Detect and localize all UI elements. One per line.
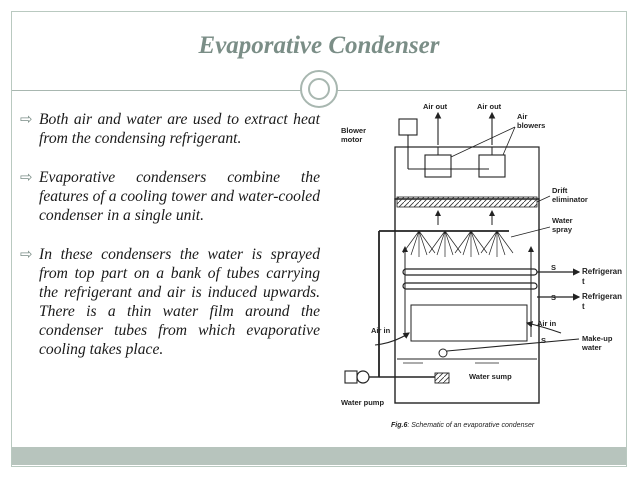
label-blower-motor: motor: [341, 135, 362, 144]
squiggle-mark: S: [541, 336, 546, 345]
blower-housing: [394, 146, 540, 200]
evaporative-condenser-diagram: Air out Air out Air blowers Blower motor…: [339, 97, 624, 434]
label-water-spray: Water: [552, 216, 573, 225]
figure-caption: Fig.6: Schematic of an evaporative conde…: [391, 422, 535, 429]
water-spray-nozzles: [402, 230, 514, 257]
bullet-item: ⇨ In these condensers the water is spray…: [20, 245, 320, 359]
footer-band: [12, 447, 626, 465]
inner-chamber: [410, 304, 528, 342]
bullet-list: ⇨ Both air and water are used to extract…: [20, 110, 320, 379]
label-refrigerant: t: [582, 277, 585, 286]
pump-motor: [344, 370, 358, 384]
label-blower-motor: Blower: [341, 126, 366, 135]
condenser-tube: [402, 268, 538, 276]
label-water-spray: spray: [552, 225, 573, 234]
label-air-in: Air in: [537, 319, 557, 328]
divider-ring-inner: [308, 78, 330, 100]
label-makeup-water: water: [581, 343, 602, 352]
bullet-text: Evaporative condensers combine the featu…: [39, 169, 320, 224]
drift-eliminator: [396, 196, 538, 208]
air-blower: [478, 154, 506, 178]
float-valve: [438, 348, 448, 358]
squiggle-mark: S: [551, 263, 556, 272]
label-refrigerant: Refrigeran: [582, 292, 622, 301]
bullet-item: ⇨ Evaporative condensers combine the fea…: [20, 168, 320, 225]
tower-body: [394, 198, 540, 404]
caption-fig-number: Fig.6: [391, 422, 407, 429]
label-air-in: Air in: [371, 326, 391, 335]
divider-ring-ornament: [300, 70, 338, 108]
schematic-svg: Air out Air out Air blowers Blower motor…: [341, 102, 622, 429]
label-drift-eliminator: eliminator: [552, 195, 588, 204]
label-water-sump: Water sump: [469, 372, 512, 381]
bullet-text: Both air and water are used to extract h…: [39, 111, 320, 147]
condenser-tube: [402, 282, 538, 290]
label-refrigerant: t: [582, 302, 585, 311]
label-drift-eliminator: Drift: [552, 186, 568, 195]
label-makeup-water: Make-up: [582, 334, 613, 343]
squiggle-mark: S: [551, 293, 556, 302]
slide-frame: [11, 11, 627, 467]
label-air-blowers: blowers: [517, 121, 545, 130]
slide-title: Evaporative Condenser: [198, 32, 440, 59]
bullet-text: In these condensers the water is sprayed…: [39, 246, 320, 358]
blower-motor: [398, 118, 418, 136]
air-blower: [424, 154, 452, 178]
label-air-out: Air out: [477, 102, 502, 111]
bullet-item: ⇨ Both air and water are used to extract…: [20, 110, 320, 148]
label-air-out: Air out: [423, 102, 448, 111]
label-air-blowers: Air: [517, 112, 528, 121]
label-water-pump: Water pump: [341, 398, 384, 407]
caption-text: : Schematic of an evaporative condenser: [407, 422, 535, 429]
right-arrow-icon: ⇨: [20, 245, 33, 263]
water-pump: [356, 370, 370, 384]
right-arrow-icon: ⇨: [20, 110, 33, 128]
sump-strainer: [434, 372, 450, 384]
label-refrigerant: Refrigeran: [582, 267, 622, 276]
right-arrow-icon: ⇨: [20, 168, 33, 186]
